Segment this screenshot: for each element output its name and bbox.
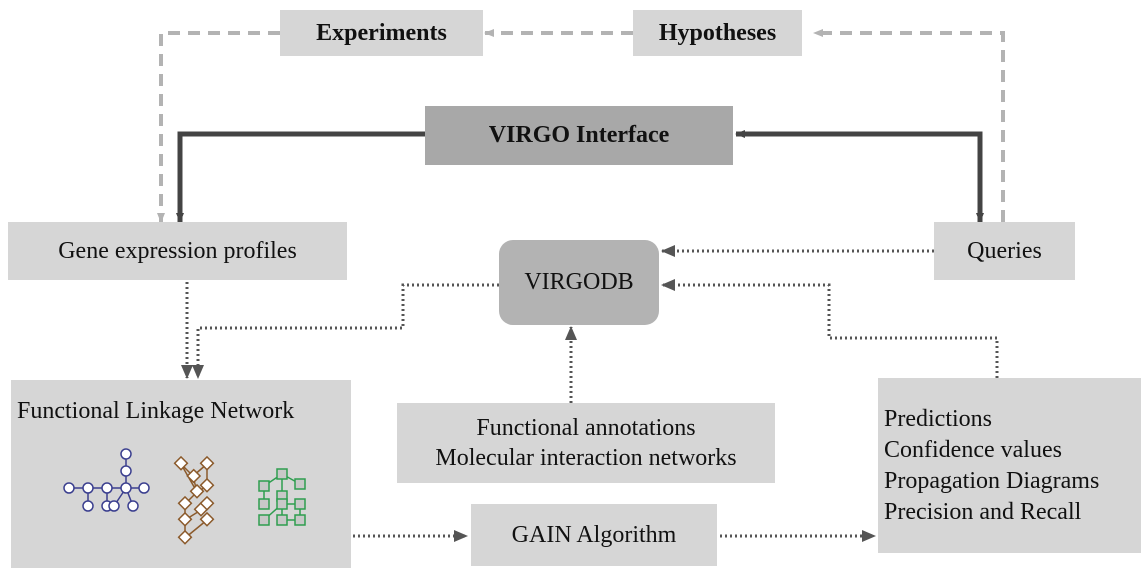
brown-network-thumbnail <box>173 455 215 545</box>
confidence-values-item: Confidence values <box>884 437 1062 463</box>
gene-expression-box: Gene expression profiles <box>8 222 347 280</box>
functional-linkage-label: Functional Linkage Network <box>17 398 295 424</box>
gene-expression-label: Gene expression profiles <box>58 237 297 264</box>
predictions-to-virgodb-dotted <box>661 279 999 378</box>
hypotheses-label: Hypotheses <box>658 19 777 46</box>
feedback-experiments-to-profiles <box>157 31 280 223</box>
queries-box: Queries <box>934 222 1075 280</box>
precision-recall-item: Precision and Recall <box>884 499 1082 525</box>
annotations-line-1: Functional annotations <box>476 415 696 441</box>
functional-linkage-box: Functional Linkage Network <box>11 380 351 568</box>
hypotheses-box: Hypotheses <box>633 10 802 56</box>
predictions-box: Predictions Confidence values Propagatio… <box>878 378 1141 553</box>
queries-label: Queries <box>967 237 1042 264</box>
network-thumbnails <box>63 448 306 545</box>
experiments-box: Experiments <box>280 10 483 56</box>
virgo-interface-label: VIRGO Interface <box>488 122 670 148</box>
virgodb-box: VIRGODB <box>499 240 659 325</box>
gain-algorithm-label: GAIN Algorithm <box>511 521 677 548</box>
annotations-line-2: Molecular interaction networks <box>435 445 737 471</box>
queries-to-interface-line <box>735 130 983 222</box>
feedback-queries-to-hypotheses <box>813 29 1005 222</box>
virgo-interface-box: VIRGO Interface <box>425 106 733 165</box>
gain-algorithm-box: GAIN Algorithm <box>471 504 717 566</box>
annotations-box: Functional annotations Molecular interac… <box>397 403 775 483</box>
predictions-list: Predictions Confidence values Propagatio… <box>884 378 1099 528</box>
experiments-label: Experiments <box>316 19 447 46</box>
blue-network-thumbnail <box>63 448 150 512</box>
interface-to-profiles-line <box>176 131 425 223</box>
predictions-item: Predictions <box>884 406 992 432</box>
virgodb-to-network-dotted <box>192 283 499 379</box>
propagation-diagrams-item: Propagation Diagrams <box>884 468 1100 494</box>
green-network-thumbnail <box>258 468 306 526</box>
virgodb-label: VIRGODB <box>524 269 634 295</box>
